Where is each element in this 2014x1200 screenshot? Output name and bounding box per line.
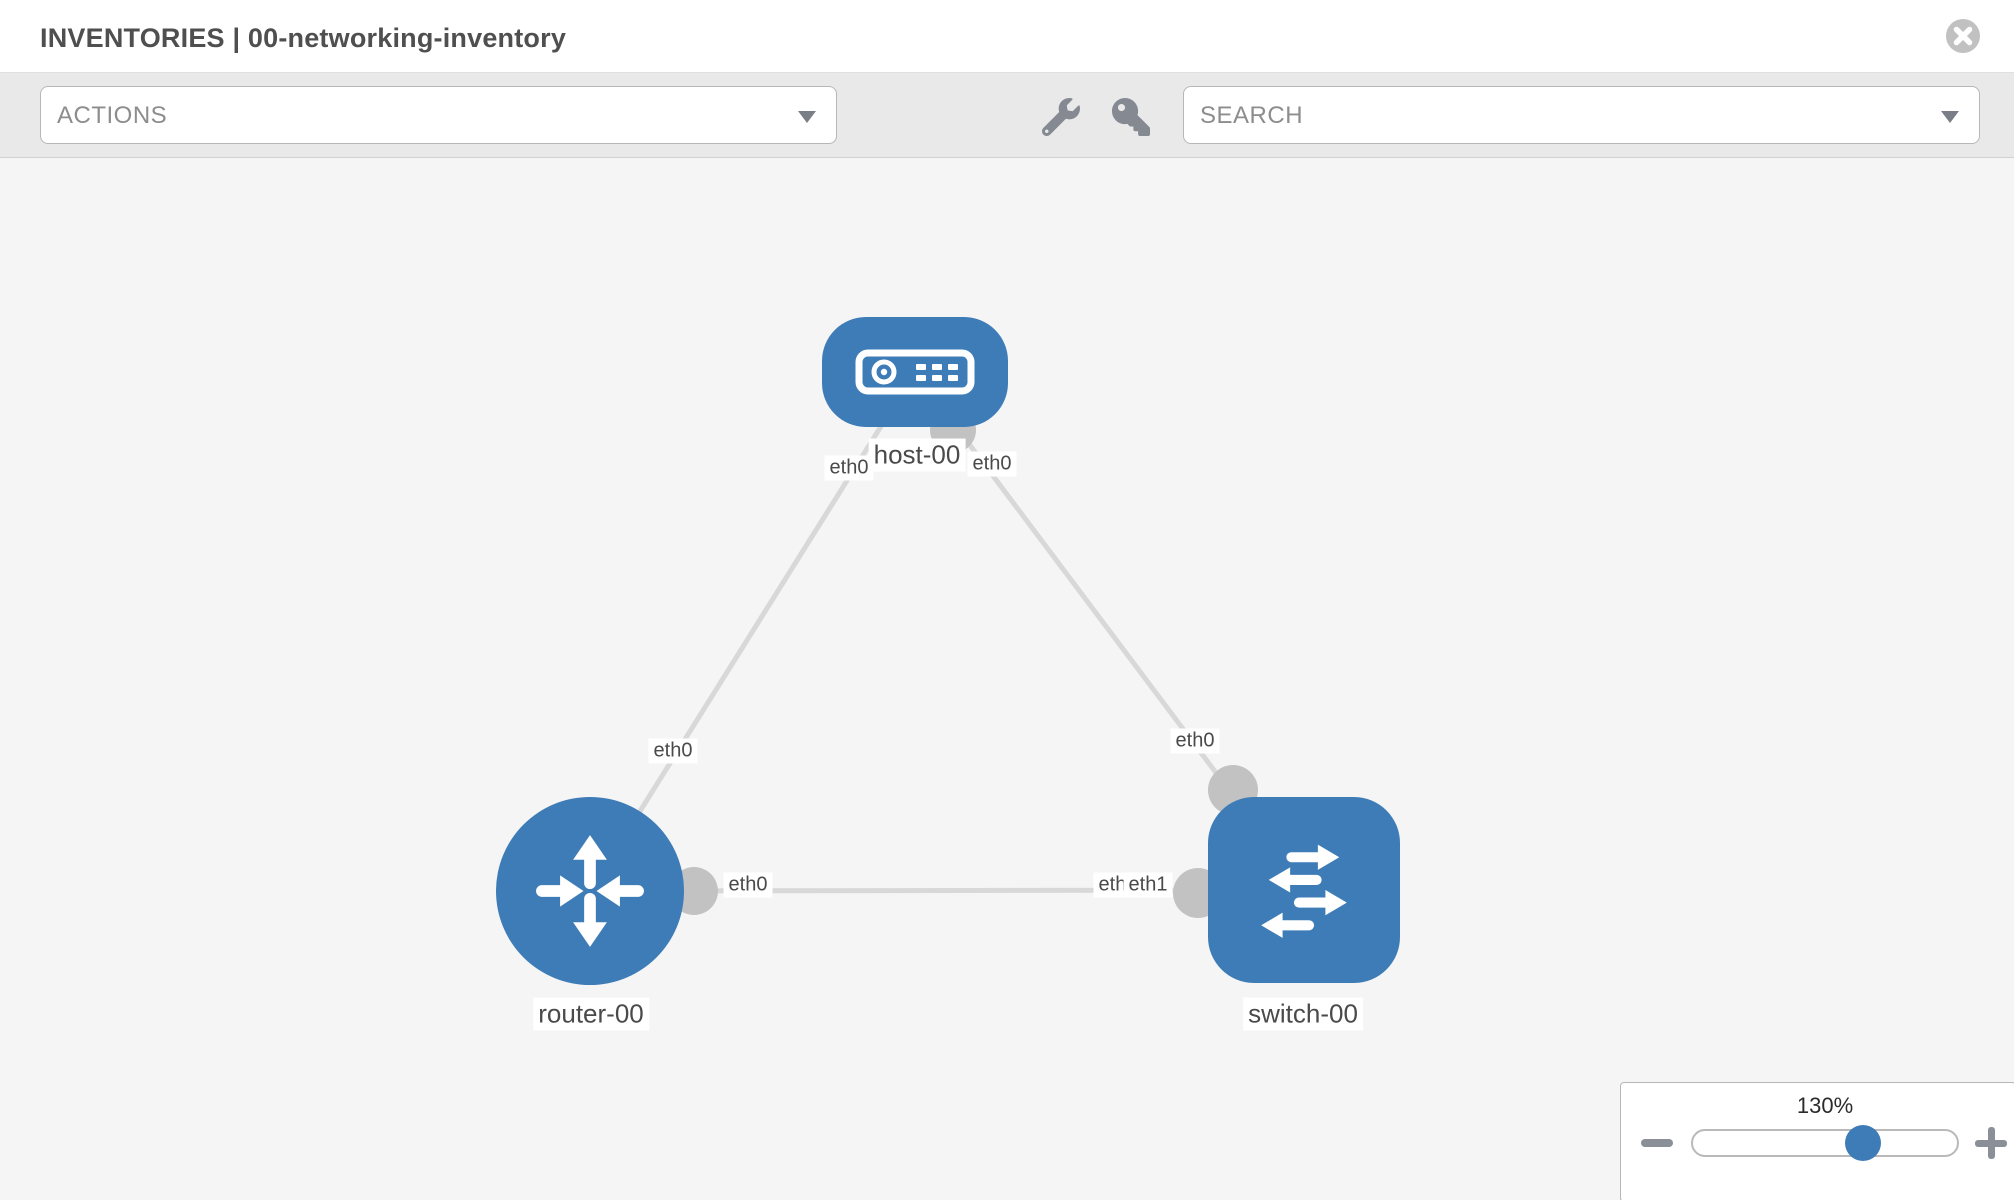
close-icon — [1946, 19, 1980, 53]
credentials-button[interactable] — [1112, 98, 1152, 138]
node-host-00[interactable] — [822, 317, 1008, 427]
search-placeholder: SEARCH — [1200, 102, 1304, 129]
zoom-slider-thumb[interactable] — [1845, 1125, 1881, 1161]
port-label-eth0: eth0 — [967, 451, 1017, 477]
router-icon — [536, 835, 644, 947]
node-label-router-00: router-00 — [533, 997, 649, 1031]
zoom-in-button[interactable] — [1975, 1127, 2007, 1159]
page-title: INVENTORIES | 00-networking-inventory — [40, 23, 567, 53]
port-label-eth0: eth0 — [723, 872, 773, 898]
tools-button[interactable] — [1041, 98, 1082, 138]
actions-dropdown[interactable]: ACTIONS — [40, 86, 837, 144]
port-label-eth1: eth1 — [1123, 872, 1173, 898]
zoom-level-value: 130% — [1796, 1093, 1854, 1118]
chevron-down-icon — [798, 111, 816, 123]
zoom-control-panel: 130% — [1620, 1082, 2014, 1200]
switch-icon — [1261, 844, 1347, 938]
close-button[interactable] — [1944, 17, 1982, 55]
search-dropdown[interactable]: SEARCH — [1183, 86, 1980, 144]
port-label-eth0: eth0 — [824, 455, 874, 481]
node-label-host-00: host-00 — [868, 438, 966, 472]
wrench-icon — [1041, 98, 1080, 137]
links-layer — [587, 370, 1306, 918]
host-icon — [855, 349, 975, 395]
zoom-slider-track[interactable] — [1691, 1129, 1959, 1157]
port-label-eth0: eth0 — [1170, 728, 1220, 754]
chevron-down-icon — [1941, 111, 1959, 123]
node-router-00[interactable] — [496, 797, 684, 985]
toolbar: ACTIONS SEARCH — [0, 72, 2014, 158]
zoom-out-button[interactable] — [1641, 1139, 1673, 1147]
node-switch-00[interactable] — [1208, 797, 1400, 983]
key-icon — [1112, 98, 1150, 136]
header: INVENTORIES | 00-networking-inventory — [0, 0, 2014, 72]
port-label-eth0: eth0 — [648, 738, 698, 764]
actions-dropdown-label: ACTIONS — [57, 102, 168, 129]
node-label-switch-00: switch-00 — [1243, 997, 1363, 1031]
topology-canvas[interactable]: host-00 router-00 switch-00 eth0 eth0 et… — [0, 158, 2014, 1200]
